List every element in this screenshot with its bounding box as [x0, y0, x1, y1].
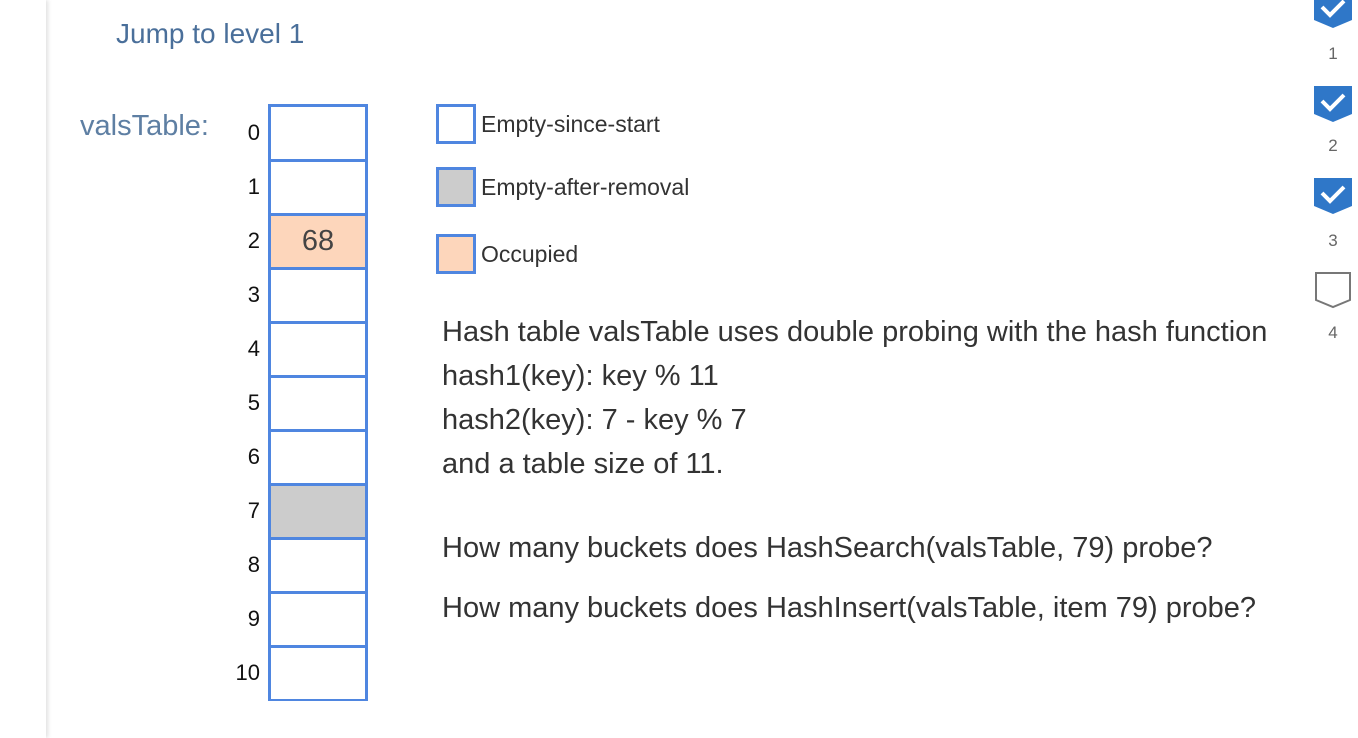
bucket-5	[271, 377, 365, 429]
problem-line: Hash table valsTable uses double probing…	[442, 316, 1268, 348]
level-1-check-icon[interactable]	[1314, 0, 1352, 28]
bucket-divider	[271, 213, 365, 216]
legend-label: Occupied	[481, 241, 579, 267]
bucket-divider	[271, 375, 365, 378]
hash-table-buckets: 68	[268, 104, 368, 701]
bucket-index-label: 2	[247, 228, 260, 253]
occupied-swatch	[436, 234, 476, 274]
bucket-3	[271, 269, 365, 321]
bucket-divider	[271, 321, 365, 324]
bucket-2: 68	[271, 215, 365, 267]
bucket-divider	[271, 483, 365, 486]
bucket-6	[271, 431, 365, 483]
question-hash-insert: How many buckets does HashInsert(valsTab…	[442, 592, 1256, 624]
bucket-divider	[271, 429, 365, 432]
bucket-index-label: 4	[247, 336, 260, 361]
bucket-10	[271, 647, 365, 699]
bucket-1	[271, 161, 365, 213]
level-progress-nav: 1 2 3 4	[1308, 0, 1358, 380]
jump-to-level-link[interactable]: Jump to level 1	[116, 18, 305, 49]
level-number: 4	[1328, 323, 1338, 342]
bucket-divider	[271, 645, 365, 648]
problem-line: hash2(key): 7 - key % 7	[442, 404, 747, 436]
bucket-4	[271, 323, 365, 375]
bucket-index-label: 9	[247, 606, 260, 631]
bucket-index-label: 10	[235, 660, 260, 685]
bucket-index-label: 7	[247, 498, 260, 523]
bucket-8	[271, 539, 365, 591]
level-3-check-icon[interactable]	[1314, 178, 1352, 214]
bucket-index-label: 3	[247, 282, 260, 307]
empty-since-start-swatch	[436, 104, 476, 144]
legend-label: Empty-since-start	[481, 111, 660, 137]
bucket-index-label: 0	[247, 120, 260, 145]
problem-line: hash1(key): key % 11	[442, 360, 719, 392]
bucket-index-label: 5	[247, 390, 260, 415]
problem-statement: Hash table valsTable uses double probing…	[442, 310, 1284, 486]
bucket-divider	[271, 537, 365, 540]
bucket-index-label: 1	[247, 174, 260, 199]
level-number: 1	[1328, 44, 1338, 63]
level-4-empty-icon[interactable]	[1314, 271, 1352, 309]
level-2-check-icon[interactable]	[1314, 86, 1352, 122]
left-panel-edge	[0, 0, 46, 738]
level-number: 3	[1328, 231, 1338, 250]
bucket-0	[271, 107, 365, 159]
bucket-7	[271, 485, 365, 537]
bucket-divider	[271, 159, 365, 162]
hash-table-name: valsTable:	[80, 110, 209, 142]
problem-line: and a table size of 11.	[442, 448, 724, 480]
bucket-9	[271, 593, 365, 645]
empty-after-removal-swatch	[436, 167, 476, 207]
level-number: 2	[1328, 136, 1338, 155]
bucket-index-label: 8	[247, 552, 260, 577]
bucket-index-label: 6	[247, 444, 260, 469]
bucket-divider	[271, 267, 365, 270]
bucket-divider	[271, 591, 365, 594]
legend-label: Empty-after-removal	[481, 174, 690, 200]
question-hash-search: How many buckets does HashSearch(valsTab…	[442, 532, 1213, 564]
